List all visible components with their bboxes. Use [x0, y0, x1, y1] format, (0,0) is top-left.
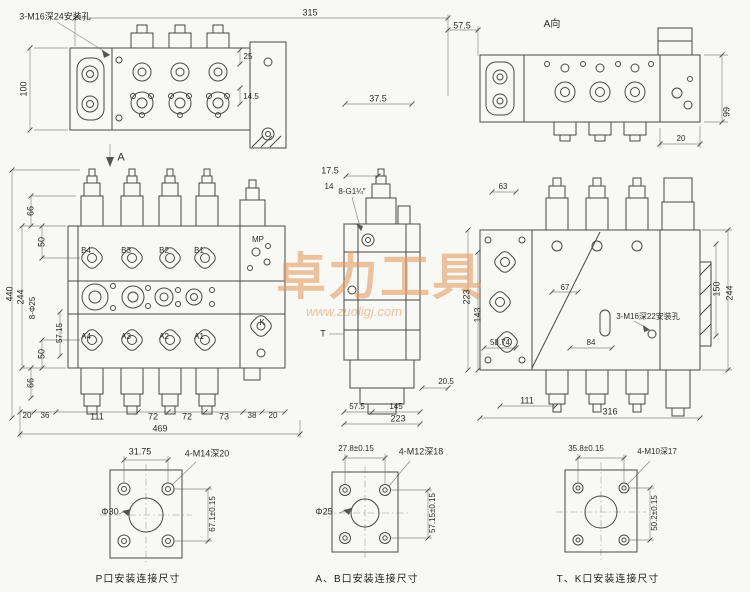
dia-label-p-port: Φ30 [101, 506, 119, 517]
dim-label: 111 [90, 411, 104, 422]
dim-label: 63 [498, 182, 508, 191]
dim-label: 57.5 [349, 402, 365, 411]
dim-label: 14 [324, 182, 334, 191]
dim-label: 50 [36, 236, 47, 248]
side-section-view [343, 168, 421, 415]
port-label-k: K [259, 318, 265, 327]
port-label-a3: A3 [121, 332, 131, 341]
note-port-diameter: 8-Φ25 [28, 296, 37, 320]
dim-label: 57.5 [453, 20, 471, 31]
dim-label: 111 [520, 395, 534, 406]
dim-label: 50 [36, 348, 47, 360]
port-label-b3: B3 [121, 246, 131, 255]
port-label-a4: A4 [81, 332, 91, 341]
dim-label: 143 [472, 307, 483, 323]
front-view [67, 168, 286, 415]
port-label-b1: B1 [194, 246, 204, 255]
flange-tk-port [564, 469, 638, 553]
flange-ab-port [331, 471, 399, 553]
port-label-t: T [320, 328, 326, 339]
dim-label: 57.15±0.15 [428, 493, 437, 533]
dim-label: 66 [25, 377, 36, 389]
dim-label: 67.1±0.15 [208, 496, 217, 532]
note-thread-m14: 4-M14深20 [184, 448, 230, 459]
dim-label: 20 [268, 411, 278, 420]
dim-label: 20 [22, 411, 32, 420]
a-direction-view [479, 27, 701, 142]
dim-label: 100 [18, 81, 29, 97]
dim-label: 316 [602, 406, 618, 417]
note-thread-m10: 4-M10深17 [637, 447, 677, 456]
dim-label: 35.8±0.15 [568, 444, 604, 453]
dim-label: 150 [711, 281, 722, 297]
note-mounting-holes-rear: 3-M16深22安装孔 [616, 312, 680, 321]
note-thread-g1-1-4: 8-G1¼″ [338, 187, 366, 196]
port-label-a2: A2 [159, 332, 169, 341]
arrowheads [102, 50, 650, 516]
dim-label: 58.74 [489, 338, 511, 347]
dim-label: 37.5 [369, 93, 387, 104]
port-label-b2: B2 [159, 246, 169, 255]
rear-view [479, 177, 712, 417]
dim-label: 72 [181, 411, 193, 422]
dim-label: 440 [4, 286, 15, 302]
dim-label: 73 [218, 411, 230, 422]
note-thread-m12: 4-M12深18 [398, 446, 444, 457]
dim-label: 17.5 [321, 165, 339, 176]
dim-label: 67 [560, 283, 570, 292]
dim-label: 315 [302, 7, 318, 18]
caption-ab-port: A、B口安装连接尺寸 [315, 574, 419, 585]
dim-label: 469 [152, 423, 168, 434]
caption-p-port: P口安装连接尺寸 [95, 574, 181, 585]
dim-label: 38 [247, 411, 257, 420]
dim-label: 145 [389, 402, 403, 411]
note-mounting-holes-plan: 3-M16深24安装孔 [19, 11, 91, 22]
caption-tk-port: T、K口安装连接尺寸 [556, 574, 660, 585]
dim-label: 27.8±0.15 [338, 444, 374, 453]
dim-label: 244 [15, 289, 26, 305]
dim-label: 66 [25, 205, 36, 217]
dim-label: 57.15 [55, 322, 64, 344]
dimension-ticks [9, 15, 731, 544]
dim-label: 72 [147, 411, 159, 422]
dim-label: 223 [390, 413, 406, 424]
dim-label: 14.5 [243, 92, 259, 101]
port-label-b4: B4 [81, 246, 91, 255]
dim-label: 36 [40, 411, 50, 420]
flange-p-port [109, 469, 183, 559]
dim-label: 99 [721, 106, 732, 118]
plan-view [69, 24, 287, 149]
port-label-mp: MP [252, 235, 264, 244]
dim-label: 20.5 [438, 377, 454, 386]
dim-label: 50.2±0.15 [650, 495, 659, 531]
port-label-a1: A1 [194, 332, 204, 341]
dim-label: 20 [676, 134, 686, 143]
dim-label: 223 [461, 289, 472, 305]
view-label-a-direction: A向 [543, 19, 561, 30]
dim-label: 31.75 [128, 446, 152, 457]
section-arrow-label-a: A [117, 151, 125, 164]
dim-label: 25 [243, 52, 253, 61]
dia-label-ab-port: Φ25 [315, 506, 333, 517]
centerlines [100, 462, 646, 566]
dim-label: 244 [724, 285, 735, 301]
dim-label: 84 [586, 338, 596, 347]
